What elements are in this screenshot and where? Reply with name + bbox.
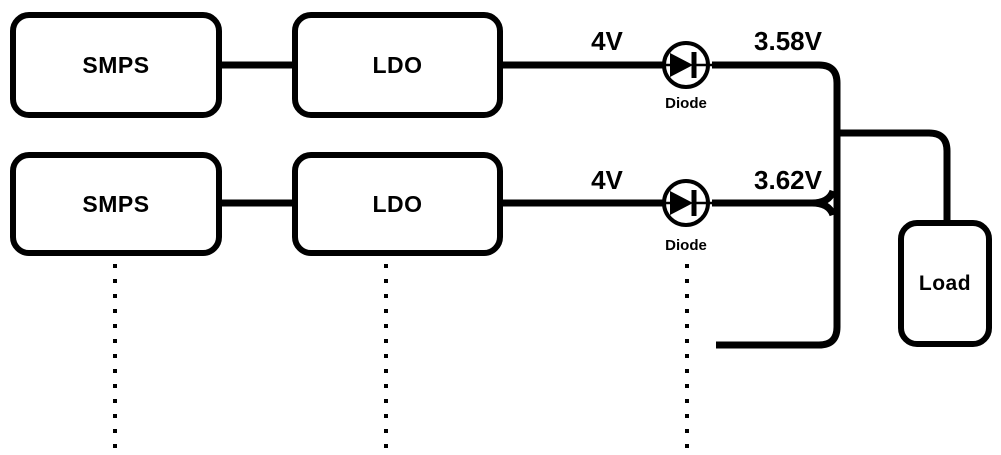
wire-diode2-to-bus-lower — [811, 199, 837, 217]
diode-icon — [664, 181, 714, 225]
smps-block-1: SMPS — [10, 12, 222, 118]
ldo-block-1-label: LDO — [372, 51, 423, 78]
rail2-post-diode-voltage-label: 3.62V — [754, 165, 822, 195]
ldo-block-1: LDO — [292, 12, 503, 118]
smps-block-2-label: SMPS — [82, 190, 150, 217]
load-block: Load — [898, 220, 992, 347]
smps-block-2: SMPS — [10, 152, 222, 256]
diode2-caption: Diode — [665, 237, 707, 254]
wire-diode1-bus-and-stub — [712, 61, 841, 349]
load-block-label: Load — [918, 271, 972, 295]
ldo-block-2-label: LDO — [372, 190, 423, 217]
rail2-pre-diode-voltage-label: 4V — [591, 165, 623, 195]
rail1-post-diode-voltage-label: 3.58V — [754, 26, 822, 56]
wire-bus-to-load — [837, 129, 951, 226]
ldo-block-2: LDO — [292, 152, 503, 256]
diode1-caption: Diode — [665, 95, 707, 112]
diode-icon — [664, 43, 714, 87]
rail1-pre-diode-voltage-label: 4V — [591, 26, 623, 56]
smps-block-1-label: SMPS — [82, 51, 150, 78]
